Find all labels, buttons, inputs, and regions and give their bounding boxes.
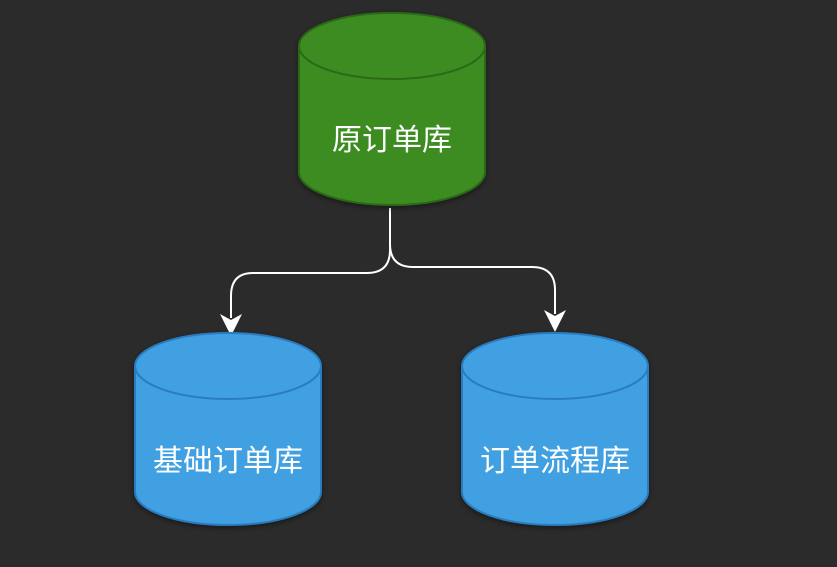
- arrowhead-base: [220, 314, 242, 336]
- order-flow-db-body: [461, 365, 649, 526]
- connectors: [220, 208, 566, 336]
- order-flow-db-label: 订单流程库: [480, 444, 630, 479]
- base-order-db-cylinder[interactable]: 基础订单库: [134, 332, 322, 526]
- base-order-db-body: [134, 365, 322, 526]
- order-flow-db-top: [461, 332, 649, 400]
- base-order-db-label: 基础订单库: [153, 444, 303, 479]
- source-db-body: [298, 45, 486, 206]
- edge-source-to-base: [230, 208, 391, 318]
- edge-source-to-flow: [389, 208, 556, 314]
- source-db-cylinder[interactable]: 原订单库: [298, 12, 486, 206]
- source-db-top: [298, 12, 486, 80]
- order-flow-db-cylinder[interactable]: 订单流程库: [461, 332, 649, 526]
- source-db-label: 原订单库: [332, 123, 452, 158]
- arrowhead-flow: [544, 310, 566, 332]
- base-order-db-top: [134, 332, 322, 400]
